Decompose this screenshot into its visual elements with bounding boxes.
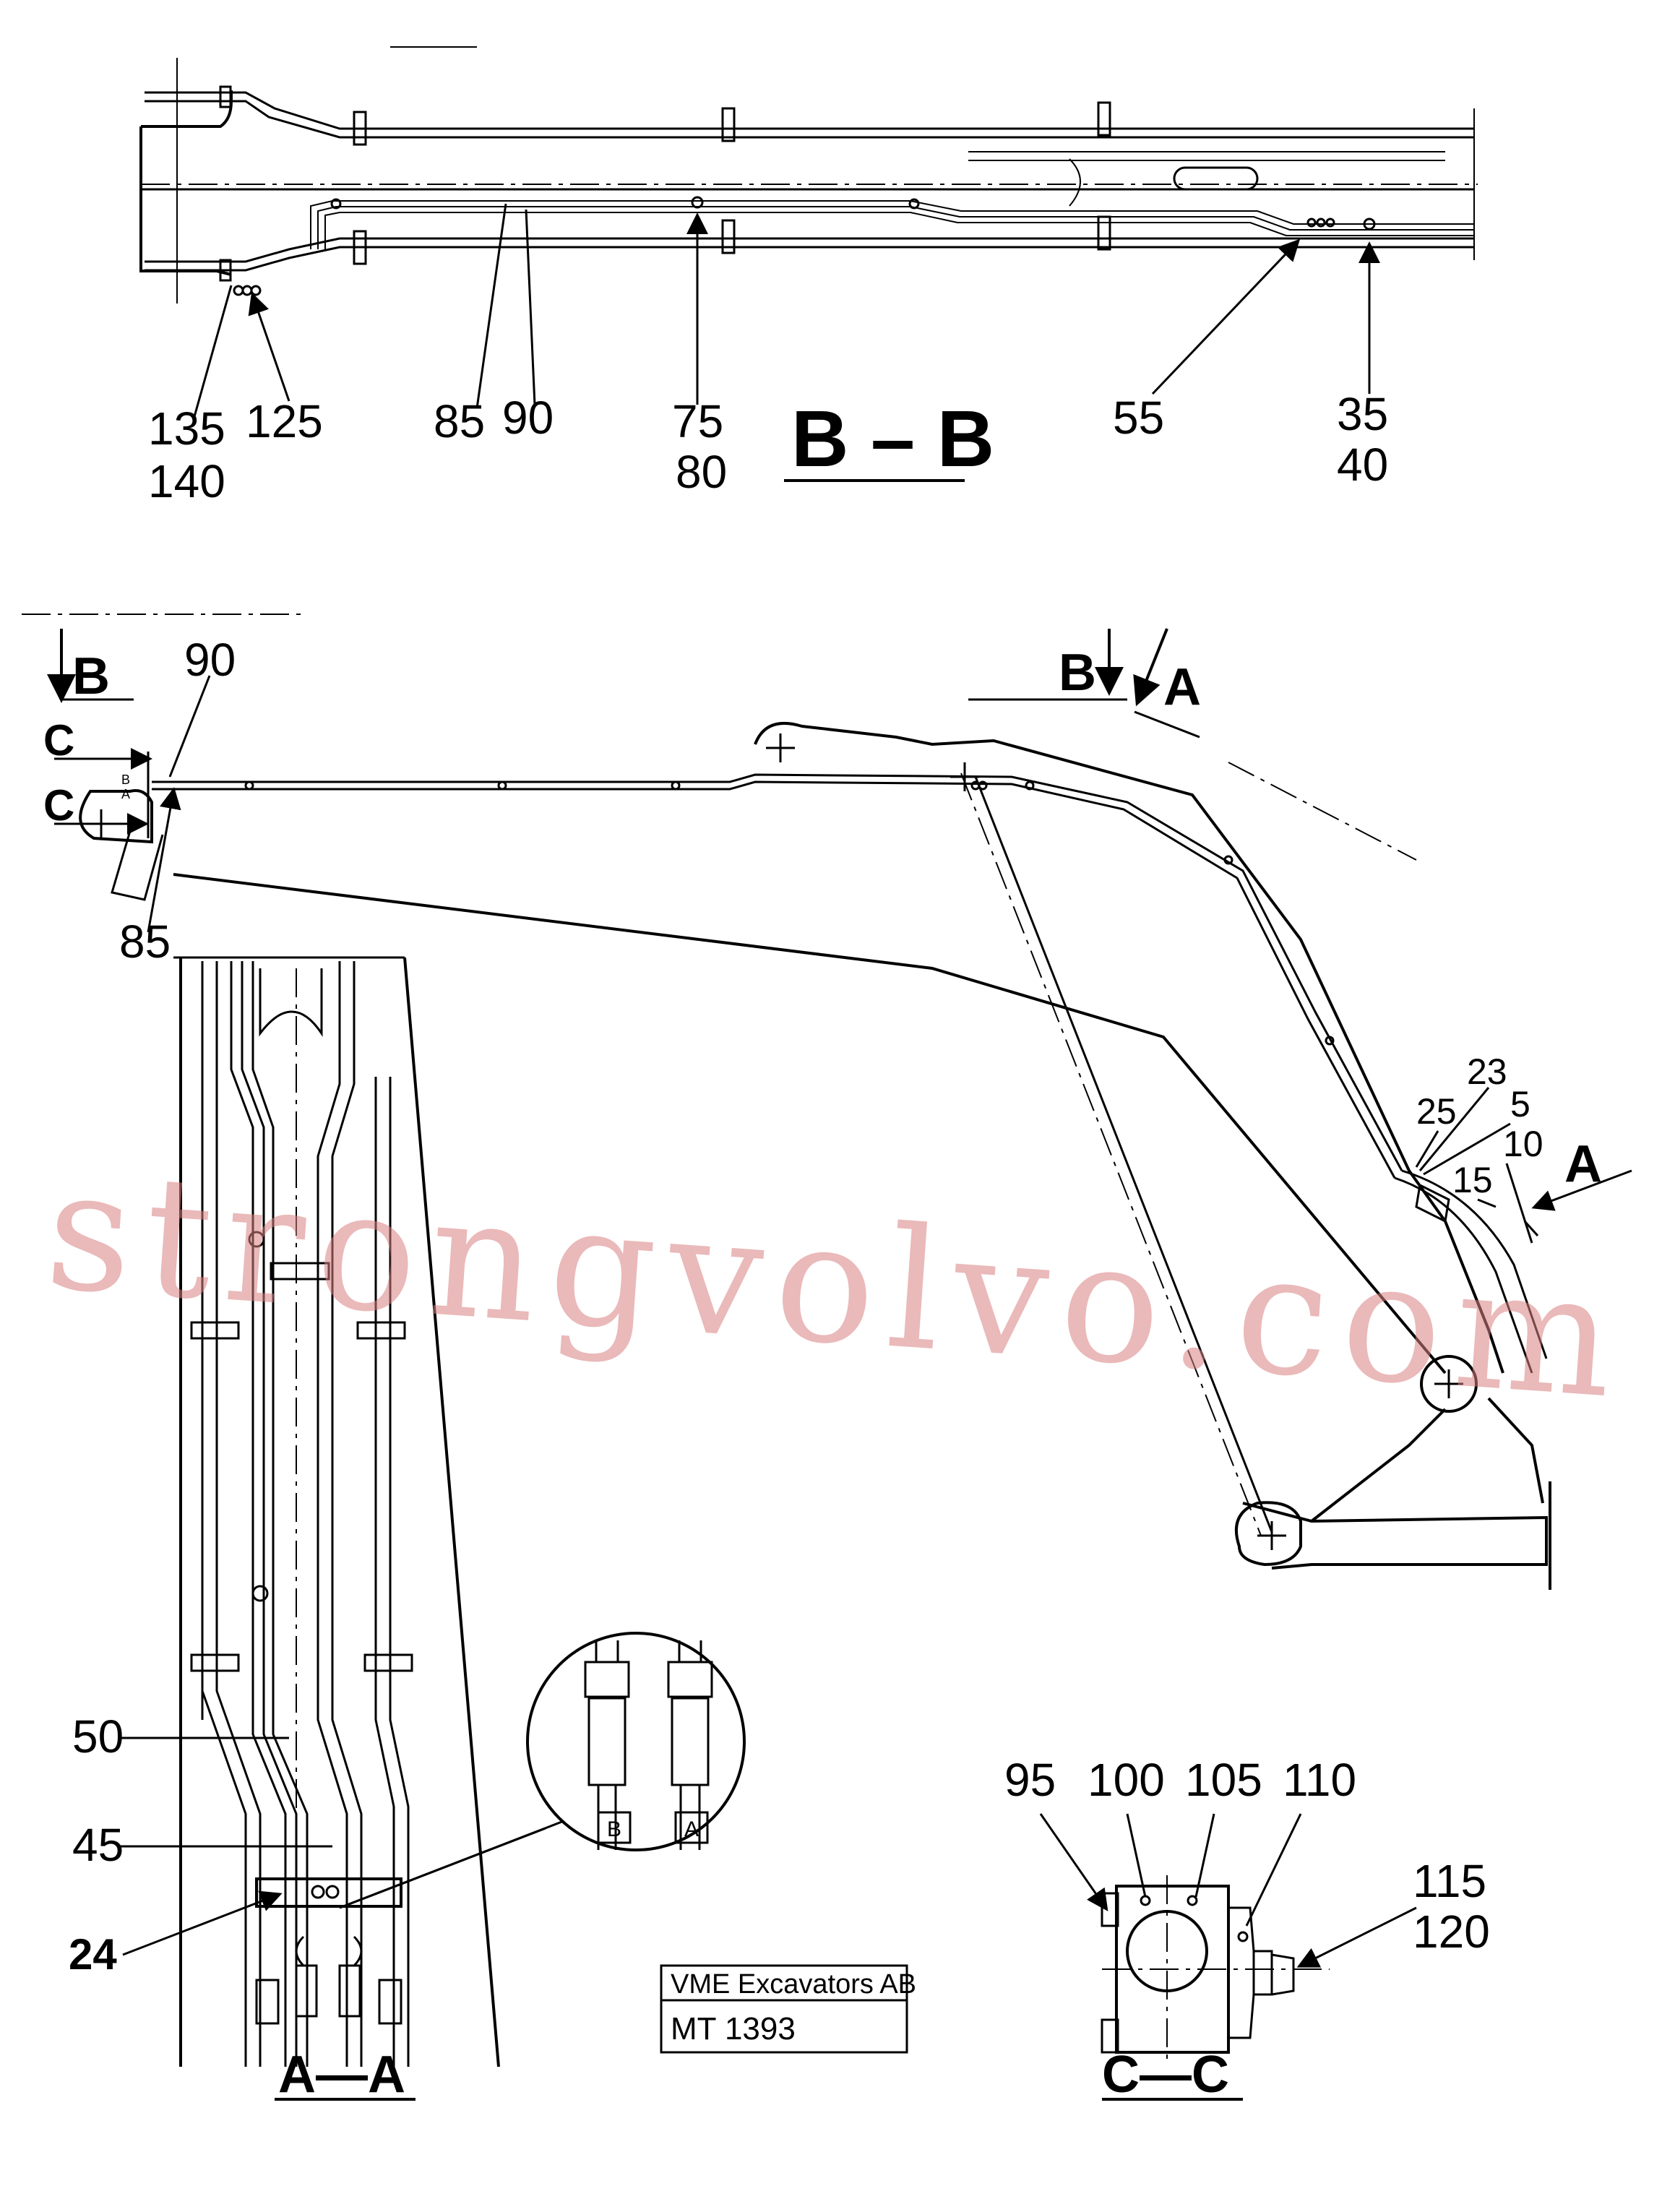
callout-120: 120 bbox=[1413, 1906, 1490, 1958]
callout-40: 40 bbox=[1337, 439, 1388, 491]
section-cc-view bbox=[1039, 1813, 1417, 2101]
title-block-drawing-number: MT 1393 bbox=[671, 2011, 796, 2047]
callout-75: 75 bbox=[672, 395, 723, 447]
callout-85: 85 bbox=[434, 395, 485, 447]
section-bb-view bbox=[139, 46, 1478, 482]
callout-95: 95 bbox=[1004, 1754, 1056, 1806]
callout-90: 90 bbox=[502, 392, 554, 444]
callout-140: 140 bbox=[148, 455, 225, 507]
section-title-cc: C—C bbox=[1102, 2046, 1229, 2104]
callout-105: 105 bbox=[1185, 1754, 1262, 1806]
callout-24: 24 bbox=[69, 1930, 117, 1979]
callout-90-side: 90 bbox=[184, 634, 236, 686]
callout-23: 23 bbox=[1467, 1051, 1507, 1092]
callout-25: 25 bbox=[1416, 1091, 1457, 1132]
callout-55: 55 bbox=[1113, 392, 1164, 444]
callout-45: 45 bbox=[72, 1819, 124, 1871]
callout-15: 15 bbox=[1452, 1160, 1493, 1200]
port-label-b: B bbox=[121, 773, 130, 787]
view-marker-c-bottom: C bbox=[43, 781, 74, 830]
callout-50: 50 bbox=[72, 1710, 124, 1763]
view-marker-a-top: A bbox=[1163, 658, 1201, 716]
callout-85-side: 85 bbox=[119, 916, 171, 968]
callout-115: 115 bbox=[1413, 1855, 1486, 1907]
callout-125: 125 bbox=[246, 395, 323, 447]
watermark: strongvolvo.com bbox=[40, 1134, 1632, 1437]
view-marker-b-right: B bbox=[1059, 644, 1096, 702]
title-block-company: VME Excavators AB bbox=[671, 1969, 916, 2000]
hose-tag-b: B bbox=[607, 1817, 621, 1841]
hose-tag-a: A bbox=[684, 1817, 699, 1841]
port-label-a: A bbox=[121, 787, 130, 801]
callout-35: 35 bbox=[1337, 388, 1388, 440]
callout-135: 135 bbox=[148, 403, 225, 455]
callout-80: 80 bbox=[676, 446, 727, 498]
title-block bbox=[660, 1964, 908, 2054]
section-aa-view bbox=[119, 956, 746, 2101]
view-marker-c-top: C bbox=[43, 716, 74, 765]
callout-110: 110 bbox=[1283, 1754, 1356, 1806]
callout-10: 10 bbox=[1503, 1124, 1543, 1164]
section-title-aa: A—A bbox=[278, 2046, 405, 2104]
callout-100: 100 bbox=[1088, 1754, 1165, 1806]
side-view bbox=[22, 614, 1632, 1590]
view-marker-b-left: B bbox=[72, 647, 110, 705]
view-marker-a-right: A bbox=[1564, 1135, 1602, 1193]
callout-5: 5 bbox=[1510, 1084, 1530, 1124]
section-title-bb: B – B bbox=[791, 395, 994, 483]
